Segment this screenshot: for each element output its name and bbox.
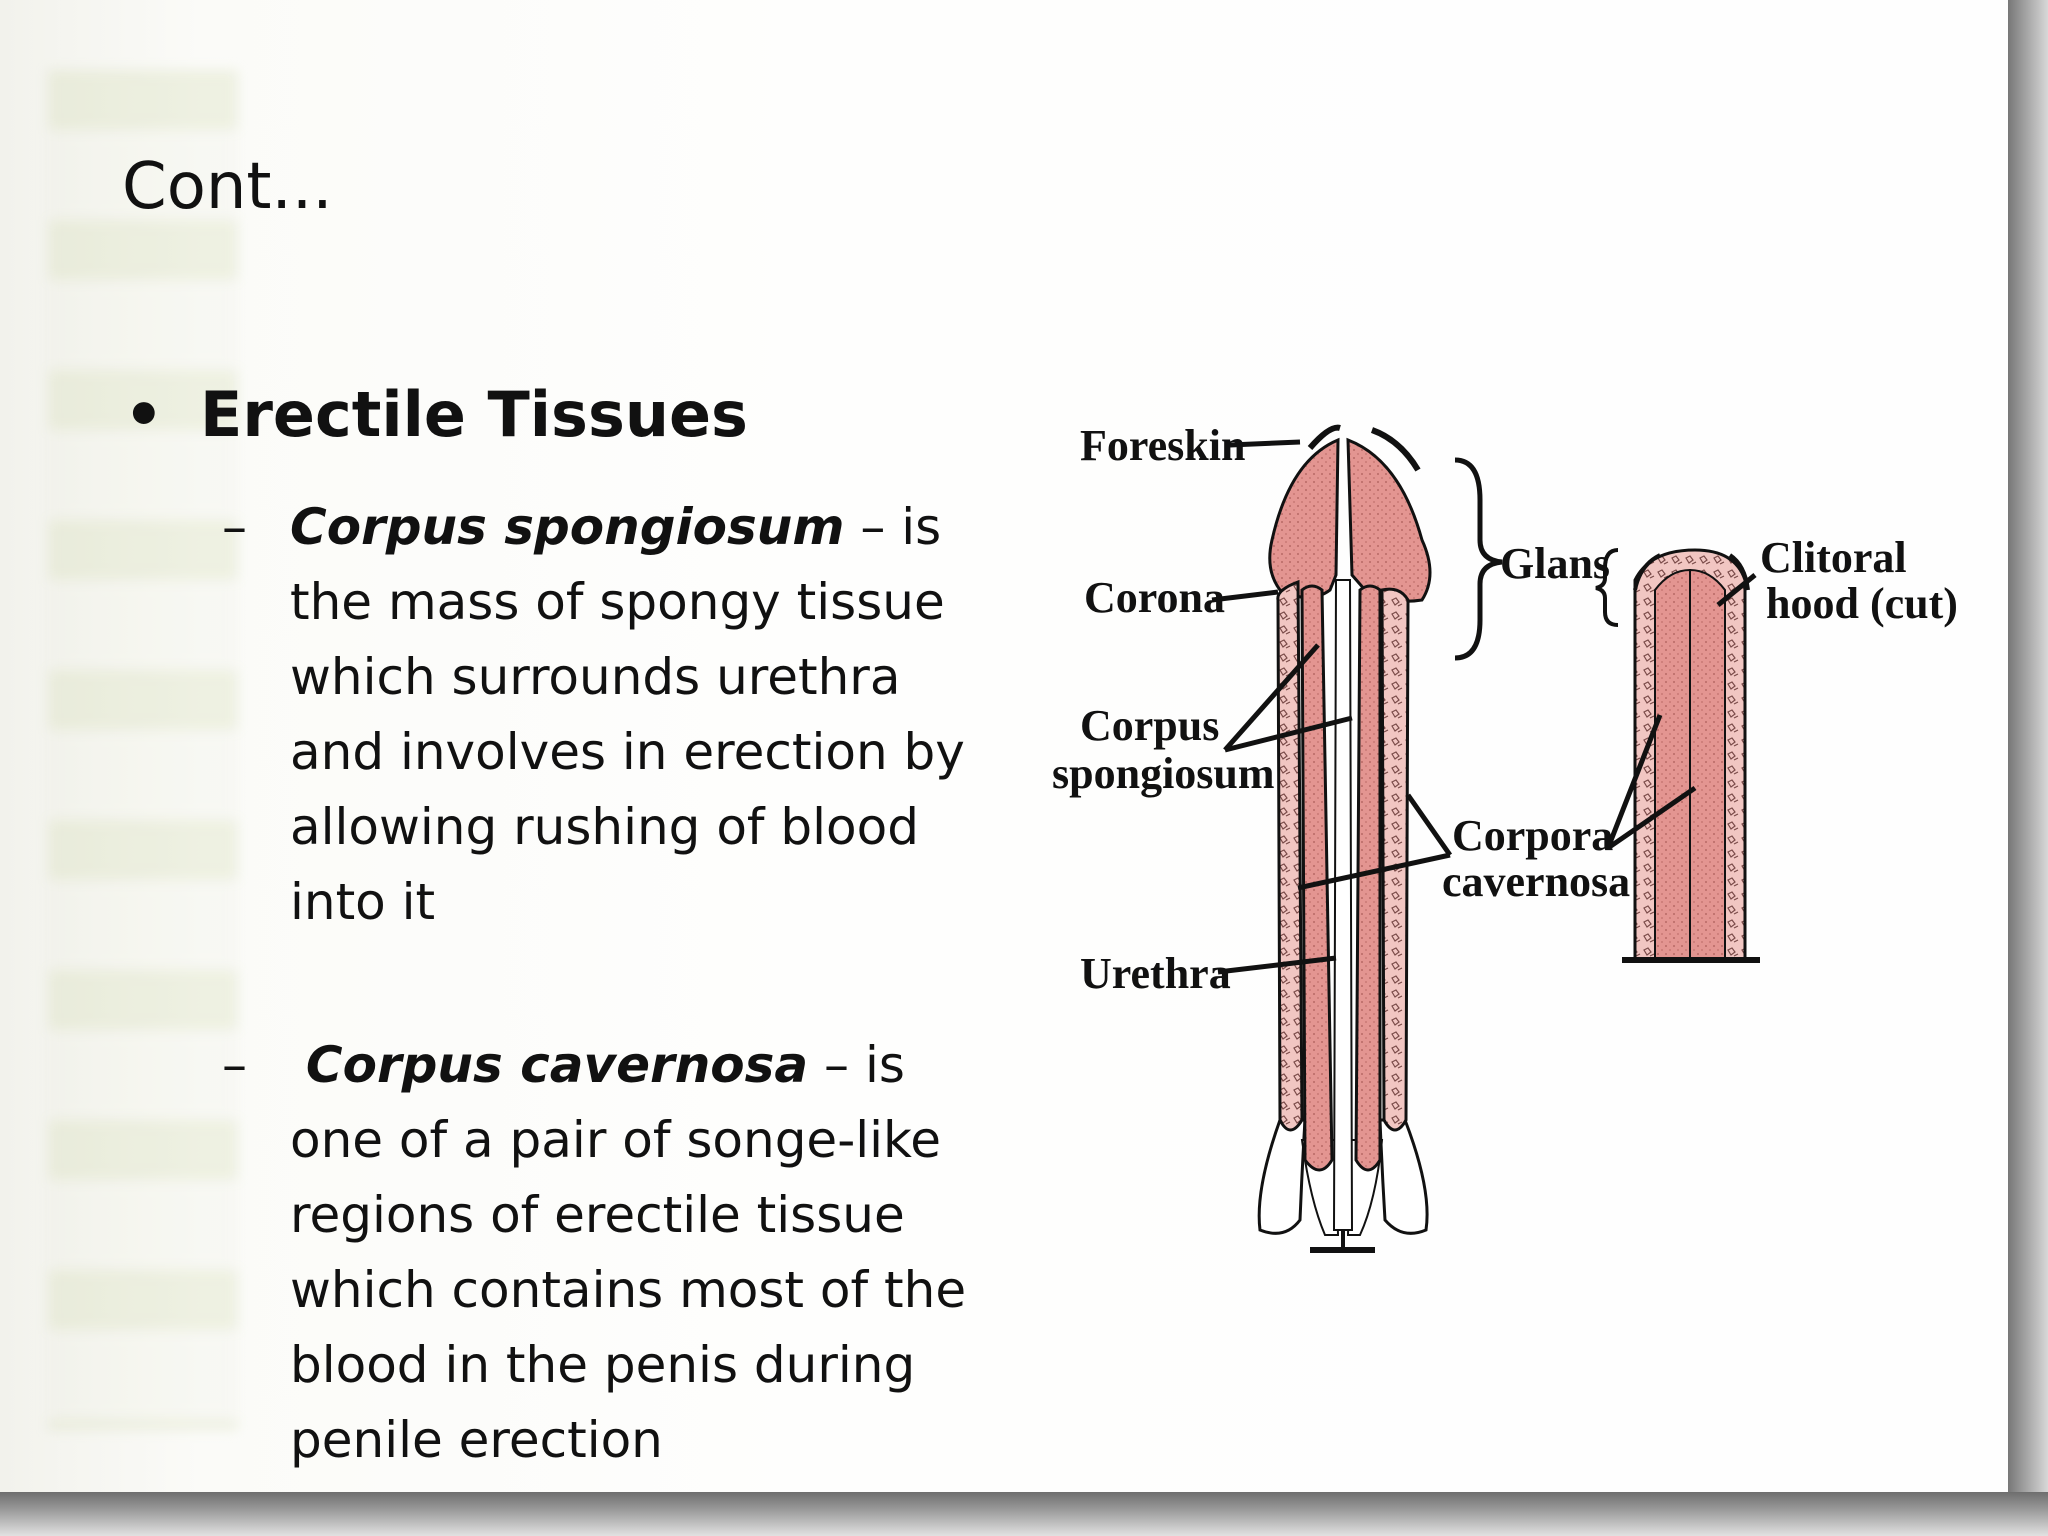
slide-edge-right bbox=[2008, 0, 2048, 1536]
dash-icon: – bbox=[222, 498, 247, 556]
text-line: penile erection bbox=[290, 1411, 663, 1469]
sub-item-body: Corpus cavernosa – is one of a pair of s… bbox=[290, 1028, 1030, 1478]
text-line: allowing rushing of blood bbox=[290, 798, 919, 856]
term-separator: – is bbox=[844, 498, 942, 556]
bullet-icon: • bbox=[124, 378, 164, 451]
label-corpora: Corpora bbox=[1452, 811, 1613, 860]
text-line: blood in the penis during bbox=[290, 1336, 916, 1394]
bullet-heading-text: Erectile Tissues bbox=[200, 378, 748, 451]
label-urethra: Urethra bbox=[1080, 949, 1231, 998]
dash-icon: – bbox=[222, 1036, 247, 1094]
glans-brace-right bbox=[1454, 457, 1503, 661]
bullet-heading: • Erectile Tissues bbox=[124, 378, 748, 451]
text-line: one of a pair of songe-like bbox=[290, 1111, 941, 1169]
text-line: the mass of spongy tissue bbox=[290, 573, 945, 631]
term-separator: – is bbox=[808, 1036, 905, 1094]
anatomy-diagram: Foreskin Glans Corona Corpus spongiosum … bbox=[1052, 421, 1958, 1253]
term: Corpus spongiosum bbox=[290, 498, 845, 556]
slide: Cont... • Erectile Tissues – Corpus spong… bbox=[0, 0, 2008, 1492]
label-clitoral: Clitoral bbox=[1760, 533, 1907, 582]
label-corona: Corona bbox=[1084, 573, 1225, 622]
label-cavernosa: cavernosa bbox=[1442, 857, 1630, 906]
text-line: which surrounds urethra bbox=[290, 648, 901, 706]
slide-edge-bottom bbox=[0, 1492, 2048, 1536]
text-line: regions of erectile tissue bbox=[290, 1186, 905, 1244]
glans-brace-left bbox=[1595, 548, 1619, 627]
decorative-strip bbox=[48, 70, 238, 1430]
sub-item-first-line: Corpus cavernosa – is bbox=[290, 1028, 1030, 1103]
sub-item-first-line: Corpus spongiosum – is bbox=[290, 490, 1030, 565]
text-line: into it bbox=[290, 873, 436, 931]
text-line: which contains most of the bbox=[290, 1261, 967, 1319]
label-glans: Glans bbox=[1500, 539, 1610, 588]
label-corpus: Corpus bbox=[1080, 701, 1219, 750]
sub-item-body: Corpus spongiosum – is the mass of spong… bbox=[290, 490, 1030, 940]
label-foreskin: Foreskin bbox=[1080, 421, 1245, 470]
clitoris-illustration bbox=[1622, 548, 1760, 963]
label-hood-cut: hood (cut) bbox=[1766, 579, 1958, 628]
slide-title: Cont... bbox=[122, 150, 333, 224]
text-line: and involves in erection by bbox=[290, 723, 965, 781]
leader-lines bbox=[1211, 439, 1757, 975]
label-spongiosum: spongiosum bbox=[1052, 749, 1275, 798]
penis-illustration bbox=[1257, 424, 1432, 1253]
term: Corpus cavernosa bbox=[305, 1036, 809, 1094]
